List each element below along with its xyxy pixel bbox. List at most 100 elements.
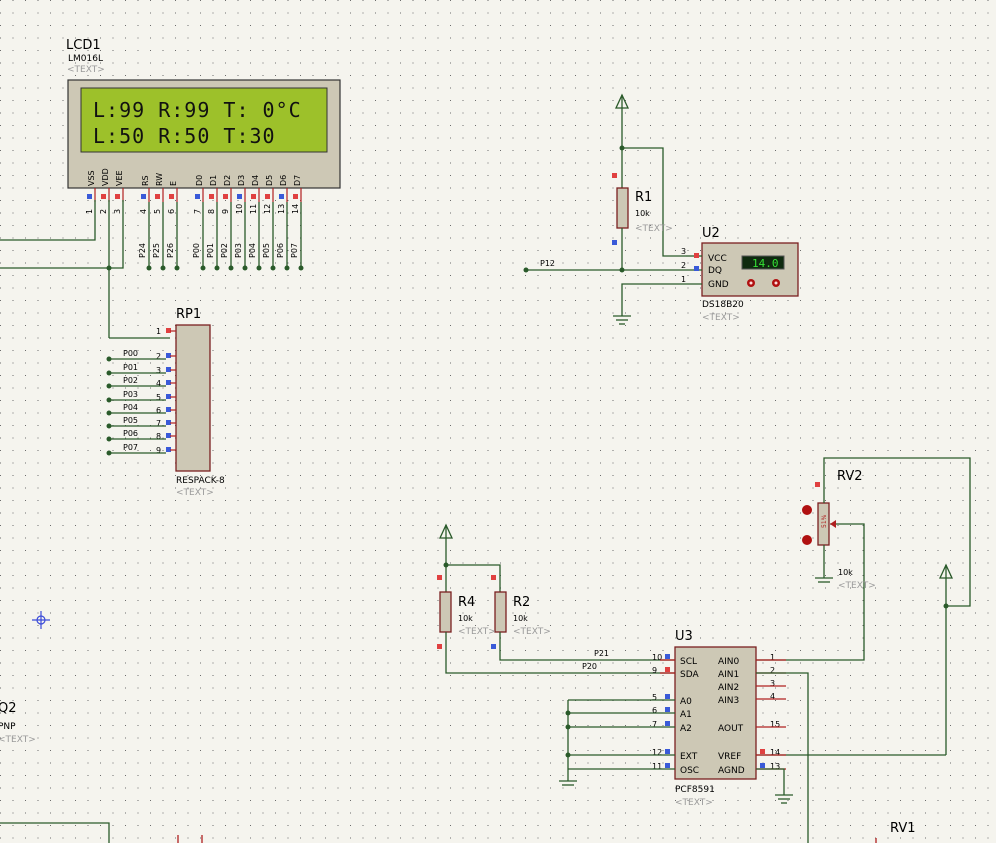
lcd-pin-label: D6 <box>279 175 288 186</box>
lcd1-line2: L:50 R:50 T:30 <box>93 124 276 148</box>
u2-pin-vcc: VCC <box>708 254 727 264</box>
lcd-pin-label: D4 <box>251 175 260 186</box>
rp1-pin-number: 8 <box>156 432 161 441</box>
u3-right-pin-number: 3 <box>770 679 775 688</box>
lcd-pin-label: D7 <box>293 175 302 186</box>
u3-right-pin-number: 13 <box>770 762 780 771</box>
u3-right-pin-number: 4 <box>770 692 775 701</box>
rp1-part: RESPACK-8 <box>176 476 225 486</box>
rp1-pin-number: 5 <box>156 393 161 402</box>
u3-ref: U3 <box>675 629 693 644</box>
lcd-pin-number: 3 <box>113 209 122 214</box>
crosshair-cursor-icon <box>32 611 50 629</box>
lcd-net-label: P24 <box>138 243 147 258</box>
q2-text-tag: <TEXT> <box>0 735 36 745</box>
lcd1-ref: LCD1 <box>66 38 101 53</box>
lcd-pin-label: D2 <box>223 175 232 186</box>
r4-value: 10k <box>458 614 473 623</box>
u3-left-pin-number: 6 <box>652 706 657 715</box>
r2-value: 10k <box>513 614 528 623</box>
u3-right-pin-label: AIN1 <box>718 670 739 680</box>
rp1-text-tag: <TEXT> <box>176 488 214 498</box>
r1-body <box>616 187 629 229</box>
lcd-pin-label: VEE <box>115 170 124 186</box>
rv2-text-tag: <TEXT> <box>838 581 876 591</box>
lcd-net-label: P05 <box>262 243 271 258</box>
r4-text-tag: <TEXT> <box>458 627 496 637</box>
net-p20-label: P20 <box>582 662 597 671</box>
u3-text-tag: <TEXT> <box>675 798 713 808</box>
rv2-component[interactable]: RV2 51% 10k <TEXT> <box>756 457 971 661</box>
lcd1-part: LM016L <box>68 54 103 64</box>
net-p21-label: P21 <box>594 649 609 658</box>
pullup-resistors[interactable]: R4 10k <TEXT> R2 10k <TEXT> P21 P20 <box>437 523 684 674</box>
vref-power-terminal <box>756 563 954 756</box>
lcd-pin-number: 4 <box>139 209 148 214</box>
u3-left-pin-number: 9 <box>652 666 657 675</box>
u3-right-pin-label: AGND <box>718 766 745 776</box>
lcd-pin-number: 11 <box>249 204 258 214</box>
lcd-wires <box>0 200 170 339</box>
u3-left-pin-label: SCL <box>680 657 697 667</box>
q2-component[interactable]: Q2 PNP <TEXT> <box>0 701 36 745</box>
lcd-pin-number: 7 <box>193 209 202 214</box>
r1-component[interactable]: R1 10k <TEXT> <box>612 93 686 268</box>
lcd-pin-label: D5 <box>265 175 274 186</box>
u3-left-pin-label: SDA <box>680 670 699 680</box>
u2-pinnum-1: 1 <box>681 275 686 284</box>
r1-ref: R1 <box>635 190 652 205</box>
lcd-net-label: P00 <box>192 243 201 258</box>
r1-text-tag: <TEXT> <box>635 224 673 234</box>
u3-right-pin-number: 2 <box>770 666 775 675</box>
u2-component[interactable]: U2 VCC DQ GND 14.0 DS18B20 <TEXT> 3 2 1 … <box>523 226 799 325</box>
lcd-pin-label: D1 <box>209 175 218 186</box>
u3-left-pin-number: 11 <box>652 762 662 771</box>
lcd1-text-tag: <TEXT> <box>67 65 105 75</box>
u2-pinnum-3: 3 <box>681 247 686 256</box>
u3-left-pin-label: A0 <box>680 697 692 707</box>
lcd-pin-number: 5 <box>153 209 162 214</box>
u3-right-pin-label: VREF <box>718 752 741 762</box>
r2-body <box>494 591 507 633</box>
rv2-ref: RV2 <box>837 469 863 484</box>
r4-ref: R4 <box>458 595 475 610</box>
lcd-pin-number: 1 <box>85 209 94 214</box>
lcd1-screen <box>80 87 328 153</box>
r1-value: 10k <box>635 209 650 218</box>
lcd1-line1: L:99 R:99 T: 0°C <box>93 98 302 122</box>
rp1-net-label: P03 <box>123 390 138 399</box>
lcd-net-label: P02 <box>220 243 229 258</box>
rp1-net-label: P05 <box>123 416 138 425</box>
lcd-net-label: P06 <box>276 243 285 258</box>
lcd-net-label: P01 <box>206 243 215 258</box>
q2-ref: Q2 <box>0 701 17 716</box>
u3-left-pin-number: 10 <box>652 653 662 662</box>
lcd-pin-number: 9 <box>221 209 230 214</box>
rp1-pin-number: 4 <box>156 379 161 388</box>
rp1-net-label: P00 <box>123 349 138 358</box>
rp1-ref: RP1 <box>176 307 201 322</box>
rp1-pin-number: 7 <box>156 419 161 428</box>
rv2-percent: 51% <box>821 514 828 528</box>
lcd1-component[interactable]: LCD1 LM016L <TEXT> L:99 R:99 T: 0°C L:50… <box>66 38 341 271</box>
lcd1-pins: VSS1VDD2VEE3RS4RW5E6D07D18D29D310D411D51… <box>85 168 304 271</box>
lcd-net-label: P07 <box>290 243 299 258</box>
u2-text-tag: <TEXT> <box>702 313 740 323</box>
lcd-net-label: P25 <box>152 243 161 258</box>
r2-ref: R2 <box>513 595 530 610</box>
u2-part: DS18B20 <box>702 300 744 310</box>
rv1-ref: RV1 <box>890 821 916 836</box>
u3-right-pin-label: AIN2 <box>718 683 739 693</box>
rp1-component[interactable]: RP1 RESPACK-8 <TEXT> 12P003P014P025P036P… <box>106 307 225 498</box>
lcd-pin-label: E <box>169 181 178 186</box>
rv2-decrease-button[interactable] <box>802 535 812 545</box>
u3-left-pin-number: 5 <box>652 693 657 702</box>
rv2-increase-button[interactable] <box>802 505 812 515</box>
rp1-net-label: P07 <box>123 443 138 452</box>
lcd-net-label: P04 <box>248 243 257 258</box>
lcd-pin-label: RW <box>155 173 164 186</box>
lcd-net-label: P03 <box>234 243 243 258</box>
lcd-pin-number: 12 <box>263 204 272 214</box>
